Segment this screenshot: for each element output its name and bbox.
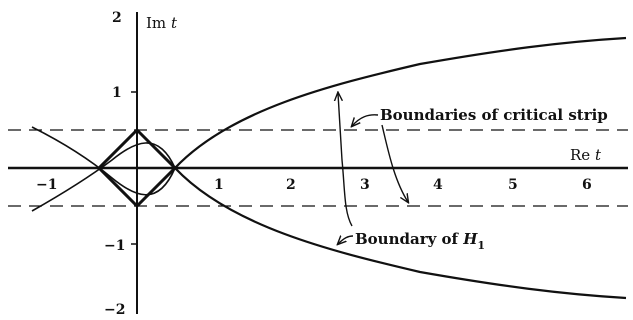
y-tick-label: −1 (104, 238, 125, 254)
critical-strip-lower-arrow (381, 124, 408, 202)
critical-strip-upper-arrow (352, 114, 379, 126)
h1-boundary-upper (174, 36, 627, 169)
x-tick-label: 5 (508, 177, 518, 193)
h1-boundary-upper-arrow (338, 93, 353, 227)
y-tick-label: 2 (112, 10, 122, 26)
x-tick-label: 4 (433, 177, 443, 193)
left-curve-upper-to-lower (31, 126, 176, 196)
critical-strip-label: Boundaries of critical strip (380, 106, 608, 124)
x-tick-label: 1 (214, 177, 224, 193)
y-tick-label: 1 (112, 85, 122, 101)
y-axis-label: Im t (146, 14, 178, 32)
x-tick-label: 2 (286, 177, 296, 193)
h1-boundary-lower-arrow (338, 236, 354, 244)
x-axis-label: Re t (570, 146, 602, 164)
x-tick-label: −1 (36, 177, 57, 193)
diamond-region (96, 127, 178, 209)
h1-boundary-label: Boundary of H1 (355, 230, 485, 252)
y-tick-label: −2 (104, 302, 125, 318)
x-tick-label: 6 (582, 177, 592, 193)
h1-boundary-lower (174, 167, 627, 300)
x-tick-label: 3 (360, 177, 370, 193)
left-curve-lower-to-upper (31, 142, 176, 212)
